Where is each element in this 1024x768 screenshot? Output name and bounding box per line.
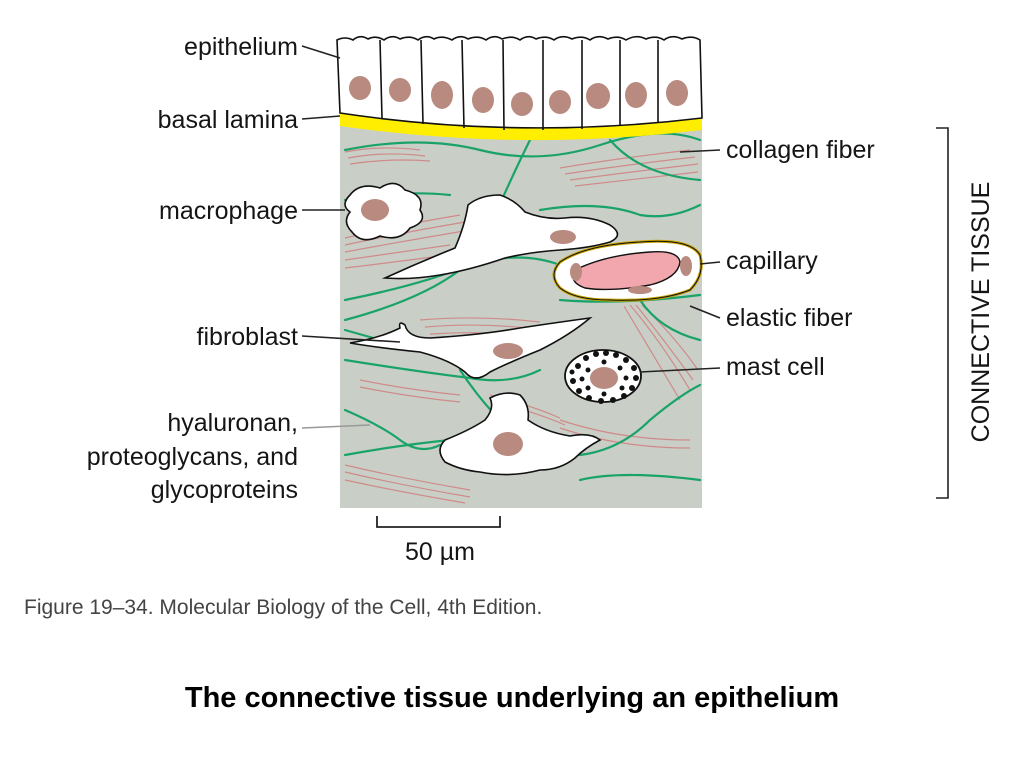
mast-cell	[564, 349, 642, 404]
connective-tissue-diagram: epithelium basal lamina macrophage fibro…	[87, 33, 995, 566]
connective-tissue-bracket	[936, 127, 949, 499]
label-hyaluronan-line2: proteoglycans, and	[87, 443, 298, 471]
label-fibroblast: fibroblast	[197, 323, 298, 351]
label-epithelium: epithelium	[184, 33, 298, 61]
capillary-vessel	[552, 239, 703, 302]
epithelium-layer	[336, 35, 703, 131]
label-connective-tissue: CONNECTIVE TISSUE	[967, 182, 995, 443]
label-capillary: capillary	[726, 247, 818, 275]
label-macrophage: macrophage	[159, 197, 298, 225]
label-basal-lamina: basal lamina	[158, 106, 298, 134]
slide-title: The connective tissue underlying an epit…	[184, 682, 840, 714]
label-hyaluronan-line1: hyaluronan,	[167, 409, 298, 437]
label-scale: 50 µm	[405, 538, 475, 566]
basal-lamina	[340, 113, 702, 141]
label-mast-cell: mast cell	[726, 353, 825, 381]
fibroblast-cells	[349, 194, 619, 476]
scale-bar	[376, 516, 501, 528]
macrophage-cell	[344, 182, 424, 241]
leader-lines	[301, 45, 721, 429]
label-collagen-fiber: collagen fiber	[726, 136, 875, 164]
label-elastic-fiber: elastic fiber	[726, 304, 852, 332]
figure-caption: Figure 19–34. Molecular Biology of the C…	[24, 596, 543, 619]
label-hyaluronan-line3: glycoproteins	[151, 476, 298, 504]
